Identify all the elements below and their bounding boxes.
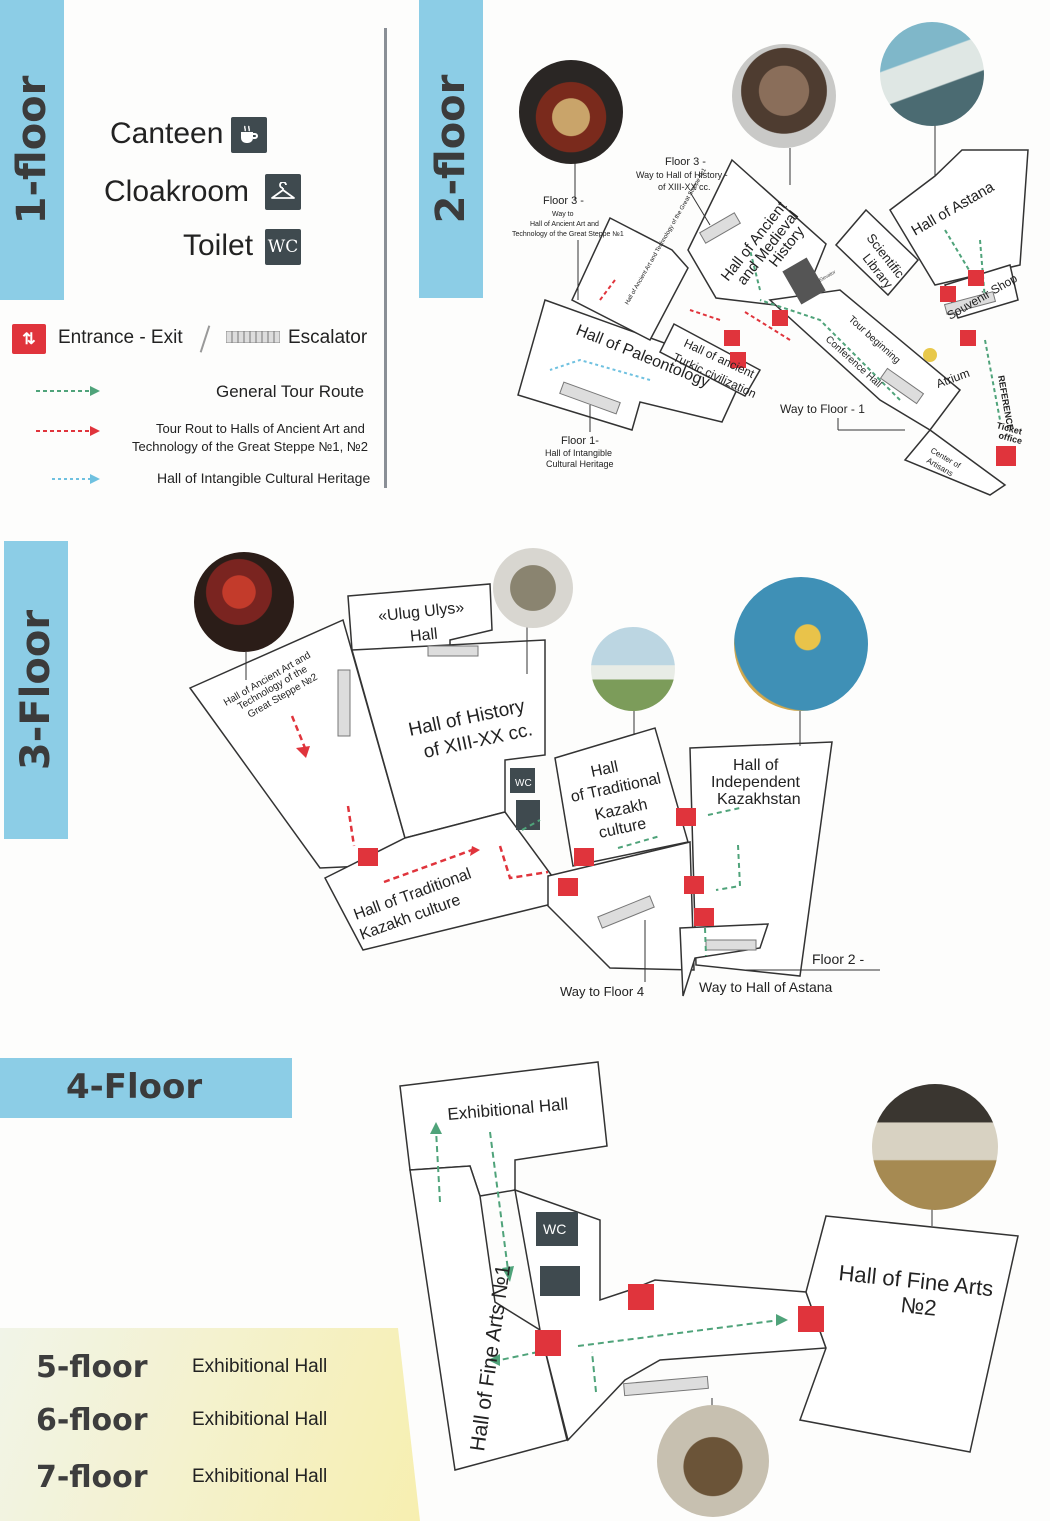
floor6-label: Exhibitional Hall [192, 1409, 328, 1430]
floor3-elevator-block [516, 800, 540, 830]
wc-icon-text: WC [267, 237, 299, 257]
intangible-route-arrow-icon [52, 474, 100, 484]
floor3-title: 3-Floor [13, 609, 59, 771]
f2-floor3-ancient-d: Technology of the Great Steppe №1 [512, 231, 624, 238]
floor2-photo-astana-hall [880, 22, 984, 126]
f3-independent-b: Independent [711, 774, 801, 791]
floor3-exit-badges [358, 808, 714, 926]
floor4-map: WC Exhibitional Hall Hall of Fine Arts №… [399, 1061, 1019, 1471]
f2-floor1-a: Floor 1- [561, 435, 599, 447]
legend-intangible-route: Hall of Intangible Cultural Heritage [157, 470, 371, 486]
floor5-number: 5-floor [36, 1350, 148, 1385]
floor6-number: 6-floor [36, 1403, 148, 1438]
f2-floor1-b: Hall of Intangible [545, 448, 612, 458]
floor3-photo-traditional-costume [194, 552, 294, 652]
floor2-map: Floor 3 - Way to Hall of History - of XI… [512, 120, 1029, 496]
coffee-cup-icon [231, 117, 267, 153]
general-route-arrow-icon [36, 386, 100, 396]
upper-floor-5: 5-floor Exhibitional Hall [36, 1350, 327, 1385]
floor3-map: WC «Ulug Ulys» Hall Hall of Ancient Art … [188, 583, 880, 999]
legend-divider [199, 325, 211, 353]
floor4-title: 4-Floor [66, 1067, 203, 1107]
f3-independent-a: Hall of [733, 757, 779, 774]
f2-elevator: Elevator [818, 269, 837, 284]
floor4-photo-gallery [872, 1084, 998, 1210]
toilet-label: Toilet [183, 229, 254, 262]
f2-floor3-history-c: of XIII-XX cc. [658, 182, 711, 192]
elevator-block [782, 257, 826, 305]
cloakroom-label: Cloakroom [104, 175, 250, 208]
legend-general-route: General Tour Route [216, 382, 365, 401]
f4-wc: WC [543, 1221, 566, 1237]
f3-way-floor4: Way to Floor 4 [560, 984, 644, 999]
floor4-exit-badges [535, 1284, 824, 1356]
floor3-photo-flag [734, 577, 868, 711]
floor1-title-band: 1-floor [0, 0, 64, 300]
floor4-photo-sculpture [657, 1405, 769, 1517]
legend-ancient-route-line2: Technology of the Great Steppe №1, №2 [132, 439, 369, 454]
fine-arts-2-hall [798, 1215, 1019, 1453]
f2-floor3-history-a: Floor 3 - [665, 156, 706, 168]
f4-fine-arts2-b: №2 [899, 1292, 937, 1321]
floor2-title: 2-floor [428, 74, 474, 224]
fine-arts-1-hall [409, 1165, 568, 1471]
floor2-title-band: 2-floor [419, 0, 483, 298]
floor3-title-band: 3-Floor [4, 541, 68, 839]
f2-floor3-ancient-b: Way to [552, 211, 574, 218]
f2-floor1-c: Cultural Heritage [546, 459, 614, 469]
floor3-wc-block [510, 768, 535, 793]
legend-ancient-route-line1: Tour Rout to Halls of Ancient Art and [156, 421, 365, 436]
f2-way-floor1: Way to Floor - 1 [780, 402, 865, 416]
legend-entrance-exit: Entrance - Exit [58, 327, 183, 348]
upper-floor-6: 6-floor Exhibitional Hall [36, 1403, 327, 1438]
ancient-route-arrow-icon [36, 426, 100, 436]
floor4-title-band: 4-Floor [0, 1058, 292, 1118]
floor4-elevator-block [540, 1266, 580, 1296]
floor2-exit-badges [724, 270, 1016, 466]
legend-escalator: Escalator [288, 327, 368, 348]
f3-floor2: Floor 2 - [812, 951, 864, 967]
floor2-photo-bust [732, 44, 836, 148]
entrance-exit-icon: ⇅ [12, 324, 46, 354]
f2-floor3-ancient-a: Floor 3 - [543, 195, 584, 207]
floor5-label: Exhibitional Hall [192, 1356, 328, 1377]
center-of-artisans [903, 428, 1007, 496]
scientific-library-hall [834, 208, 920, 297]
f2-floor3-history-b: Way to Hall of History - [636, 170, 728, 180]
floor3-photo-yurt [591, 627, 675, 711]
floor4-wc-block [536, 1212, 578, 1246]
upper-floors-panel [0, 1328, 420, 1521]
floor3-corridor [547, 841, 695, 971]
f3-independent-c: Kazakhstan [717, 791, 801, 808]
wc-icon: WC [265, 229, 301, 265]
tour-beginning-marker [923, 348, 937, 362]
section-divider-line [384, 28, 387, 488]
hanger-icon [265, 174, 301, 210]
f2-floor3-ancient-c: Hall of Ancient Art and [530, 221, 599, 228]
f3-way-astana: Way to Hall of Astana [699, 979, 833, 995]
upper-floor-7: 7-floor Exhibitional Hall [36, 1460, 327, 1495]
escalator-icon [226, 331, 280, 343]
floor2-photo-golden-warrior [519, 60, 623, 164]
canteen-label: Canteen [110, 117, 224, 150]
f3-ulug-b: Hall [409, 626, 438, 646]
f3-wc: WC [515, 778, 532, 789]
floor7-label: Exhibitional Hall [192, 1466, 328, 1487]
floor7-number: 7-floor [36, 1460, 148, 1495]
floor3-photo-chainmail [493, 548, 573, 628]
floor1-title: 1-floor [9, 75, 55, 225]
f3-traditional-a: Hall [589, 759, 619, 781]
